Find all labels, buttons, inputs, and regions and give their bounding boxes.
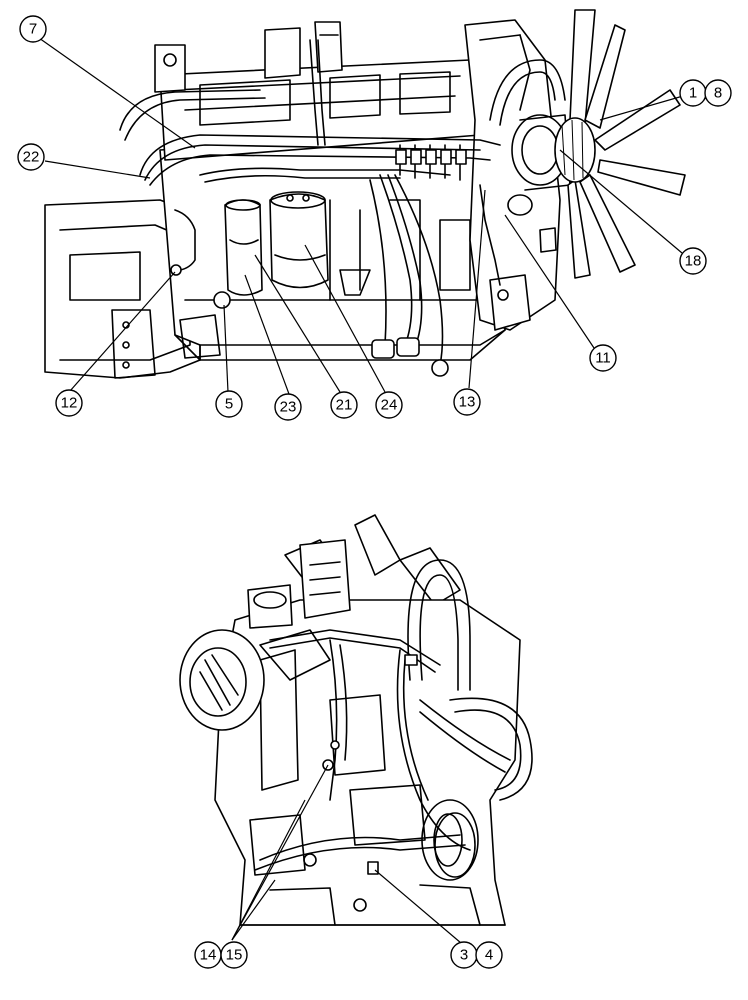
svg-text:13: 13 bbox=[459, 394, 476, 411]
callout-12: 12 bbox=[55, 389, 83, 417]
callout-15: 15 bbox=[220, 941, 248, 969]
callout-leaders-bottom bbox=[231, 764, 462, 944]
front-block bbox=[214, 599, 521, 926]
callout-8: 8 bbox=[704, 79, 732, 107]
coolant-hose bbox=[489, 59, 566, 126]
front-wiring-harness bbox=[254, 629, 479, 881]
callout-24: 24 bbox=[375, 391, 403, 419]
wiring-harness bbox=[119, 39, 501, 377]
oil-filter bbox=[269, 191, 329, 289]
svg-text:7: 7 bbox=[29, 21, 37, 38]
svg-text:4: 4 bbox=[485, 947, 493, 964]
callout-4: 4 bbox=[475, 941, 503, 969]
svg-text:8: 8 bbox=[714, 85, 722, 102]
callout-leaders-top bbox=[38, 37, 684, 395]
svg-text:22: 22 bbox=[23, 149, 40, 166]
engine-front-view: 14 15 3 4 bbox=[179, 514, 533, 969]
callout-14: 14 bbox=[194, 941, 222, 969]
svg-text:11: 11 bbox=[595, 350, 611, 367]
front-coolant-hose bbox=[407, 559, 533, 801]
engine-block bbox=[159, 129, 506, 361]
svg-text:21: 21 bbox=[336, 397, 353, 414]
svg-text:3: 3 bbox=[460, 947, 468, 964]
callout-5: 5 bbox=[215, 390, 243, 418]
svg-text:18: 18 bbox=[685, 253, 702, 270]
thermostat-housing bbox=[247, 539, 351, 629]
callout-3: 3 bbox=[450, 941, 478, 969]
callout-22: 22 bbox=[17, 143, 45, 171]
svg-text:12: 12 bbox=[61, 395, 78, 412]
svg-text:5: 5 bbox=[225, 396, 233, 413]
callout-1: 1 bbox=[679, 79, 707, 107]
svg-text:24: 24 bbox=[381, 397, 398, 414]
svg-text:15: 15 bbox=[226, 947, 243, 964]
svg-text:23: 23 bbox=[280, 399, 297, 416]
cooling-fan bbox=[554, 9, 686, 279]
callout-11: 11 bbox=[589, 344, 617, 372]
callout-23: 23 bbox=[274, 393, 302, 421]
callout-7: 7 bbox=[19, 15, 47, 43]
bell-housing bbox=[44, 199, 201, 379]
svg-text:14: 14 bbox=[200, 947, 217, 964]
callout-21: 21 bbox=[330, 391, 358, 419]
callout-13: 13 bbox=[453, 388, 481, 416]
fuel-filter bbox=[224, 199, 263, 296]
svg-text:1: 1 bbox=[689, 85, 697, 102]
callout-18: 18 bbox=[679, 247, 707, 275]
engine-side-view: 7 22 1 8 18 11 13 24 bbox=[17, 9, 732, 421]
turbocharger bbox=[179, 629, 331, 731]
front-pulley-assembly bbox=[464, 19, 571, 331]
